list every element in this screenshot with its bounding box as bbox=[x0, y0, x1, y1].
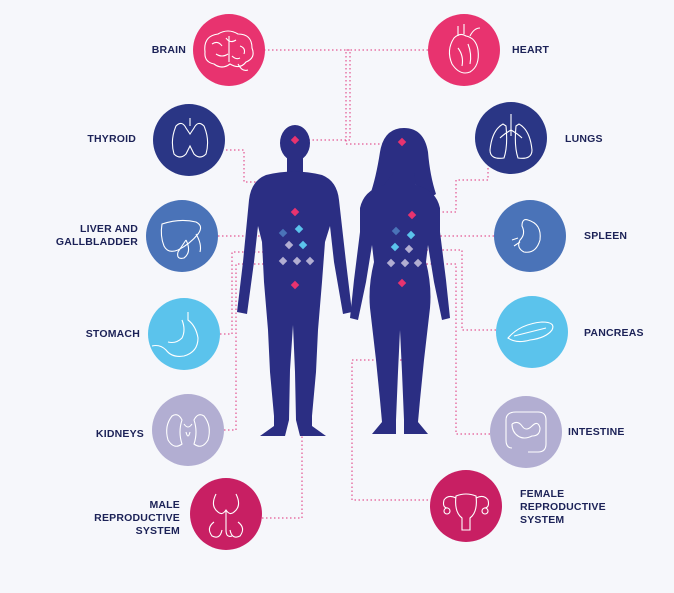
pancreas-label: PANCREAS bbox=[584, 327, 664, 340]
connector-brain bbox=[264, 50, 350, 140]
lungs-node bbox=[475, 102, 547, 174]
female-node bbox=[430, 470, 502, 542]
brain-label: BRAIN bbox=[108, 44, 186, 57]
female-reproductive-label: FEMALE REPRODUCTIVE SYSTEM bbox=[520, 488, 616, 527]
connector-heart bbox=[346, 50, 428, 144]
thyroid-label: THYROID bbox=[60, 133, 136, 146]
brain-node bbox=[193, 14, 265, 86]
thyroid-node bbox=[153, 104, 225, 176]
lungs-label: LUNGS bbox=[565, 133, 645, 146]
spleen-label: SPLEEN bbox=[584, 230, 664, 243]
liver-node bbox=[146, 200, 218, 272]
stomach-label: STOMACH bbox=[52, 328, 140, 341]
intestine-node bbox=[490, 396, 562, 468]
kidneys-node bbox=[152, 394, 224, 466]
kidneys-label: KIDNEYS bbox=[56, 428, 144, 441]
heart-node bbox=[428, 14, 500, 86]
heart-label: HEART bbox=[512, 44, 592, 57]
stomach-node bbox=[148, 298, 220, 370]
spleen-node bbox=[494, 200, 566, 272]
male-node bbox=[190, 478, 262, 550]
pancreas-node bbox=[496, 296, 568, 368]
male-silhouette bbox=[237, 125, 352, 436]
intestine-label: INTESTINE bbox=[568, 426, 658, 439]
liver-label: LIVER AND GALLBLADDER bbox=[40, 223, 138, 249]
male-reproductive-label: MALE REPRODUCTIVE SYSTEM bbox=[88, 499, 180, 538]
